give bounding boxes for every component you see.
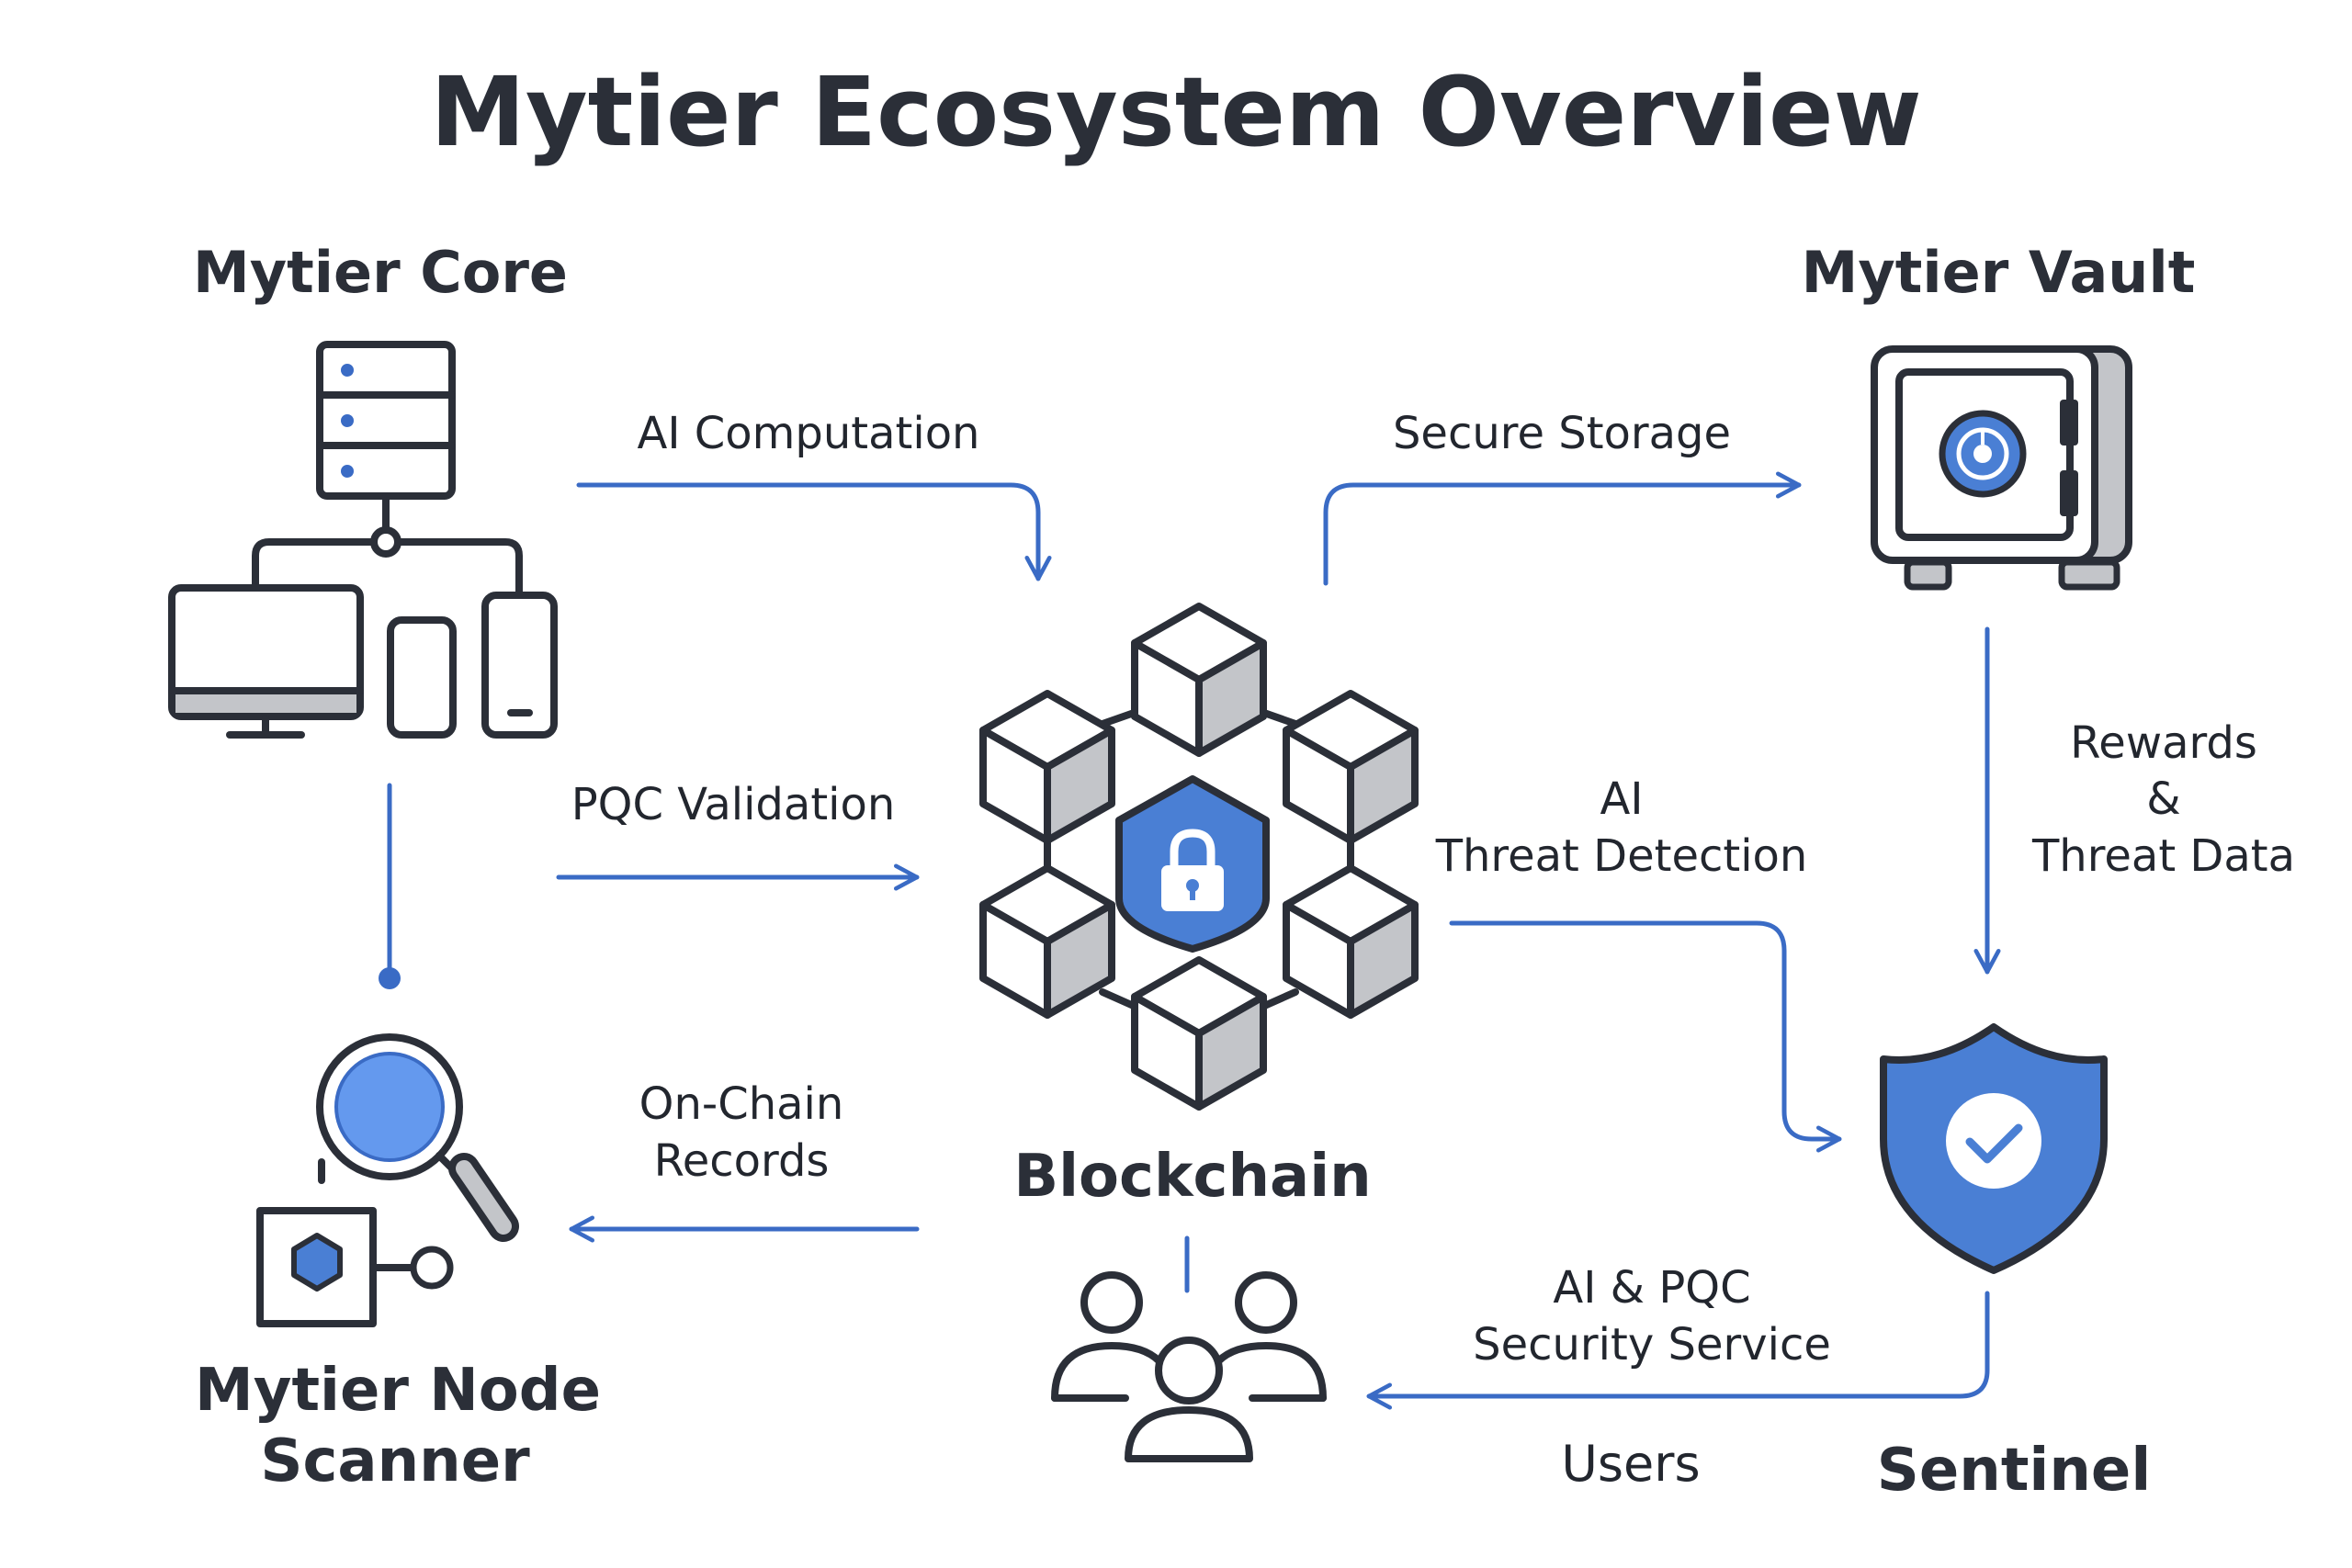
edge-label-ai-computation: AI Computation [638, 408, 980, 459]
blockchain-cubes-icon [979, 603, 1419, 1111]
edge-label-pqc-validation: PQC Validation [571, 779, 896, 830]
arrow-ai-computation [576, 482, 1052, 581]
edge-label-threat-line1: AI [1600, 773, 1644, 825]
edge-label-onchain-line1: On-Chain [639, 1078, 844, 1130]
connector-dot [379, 967, 401, 989]
users-group-icon [1051, 1271, 1327, 1462]
node-label-sentinel: Sentinel [1877, 1437, 2152, 1505]
node-label-scanner-line1: Mytier Node [195, 1357, 601, 1425]
edge-label-security-line1: AI & PQC [1553, 1262, 1750, 1314]
edge-label-secure-storage: Secure Storage [1393, 408, 1731, 459]
edge-label-rewards-line1: Rewards [2070, 717, 2257, 769]
node-label-blockchain: Blockchain [1013, 1143, 1371, 1211]
node-label-core: Mytier Core [193, 239, 568, 306]
lock-shield-icon [1115, 775, 1270, 953]
edge-label-security-line2: Security Service [1473, 1319, 1831, 1371]
arrow-threat-detection [1449, 920, 1842, 1153]
server-network-icon [168, 341, 558, 739]
edge-label-threat-line2: Threat Detection [1435, 830, 1808, 882]
shield-check-icon [1880, 1023, 2108, 1274]
node-label-users: Users [1561, 1435, 1700, 1493]
arrow-secure-storage [1323, 471, 1802, 586]
safe-icon [1871, 345, 2132, 591]
magnifier-node-icon [256, 1033, 519, 1327]
edge-label-rewards-line3: Threat Data [2031, 830, 2295, 882]
edge-label-onchain-line2: Records [654, 1135, 830, 1187]
edge-label-rewards-line2: & [2146, 773, 2180, 825]
node-label-vault: Mytier Vault [1802, 239, 2196, 306]
diagram-title: Mytier Ecosystem Overview [430, 56, 1921, 168]
node-label-scanner-line2: Scanner [260, 1427, 530, 1495]
arrow-security-service [1366, 1291, 1990, 1410]
